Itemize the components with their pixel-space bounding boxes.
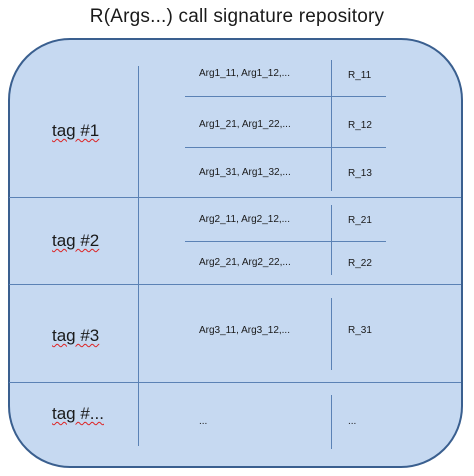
return-entry: R_31: [348, 325, 372, 336]
return-entry: R_13: [348, 168, 372, 179]
return-column-separator-3: [331, 298, 332, 370]
return-entry: R_21: [348, 215, 372, 226]
args-entry: Arg3_11, Arg3_12,...: [199, 325, 290, 336]
tag-label-3: tag #3: [52, 326, 100, 345]
tag-column-separator: [138, 66, 139, 446]
return-entry: R_22: [348, 258, 372, 269]
subrow-separator-1-1: [185, 96, 386, 97]
repository-panel: [8, 38, 463, 468]
subrow-separator-1-2: [185, 147, 386, 148]
args-entry: Arg2_11, Arg2_12,...: [199, 214, 290, 225]
diagram-title: R(Args...) call signature repository: [89, 6, 385, 27]
row-separator-2: [9, 284, 461, 285]
subrow-separator-2-1: [185, 241, 386, 242]
row-separator-3: [9, 382, 461, 383]
args-entry: Arg1_11, Arg1_12,...: [199, 68, 290, 79]
tag-label-2: tag #2: [52, 231, 100, 250]
return-column-separator-2: [331, 205, 332, 275]
return-entry: R_12: [348, 120, 372, 131]
tag-label-4: tag #...: [52, 404, 104, 423]
tag-label-1: tag #1: [52, 121, 100, 140]
args-entry: Arg2_21, Arg2_22,...: [199, 257, 291, 268]
args-entry: Arg1_31, Arg1_32,...: [199, 167, 291, 178]
row-separator-1: [9, 197, 461, 198]
return-entry: R_11: [348, 70, 372, 81]
args-entry: Arg1_21, Arg1_22,...: [199, 119, 291, 130]
args-entry: ...: [199, 416, 208, 427]
return-column-separator-4: [331, 395, 332, 449]
return-entry: ...: [348, 416, 357, 427]
return-column-separator-1: [331, 60, 332, 191]
